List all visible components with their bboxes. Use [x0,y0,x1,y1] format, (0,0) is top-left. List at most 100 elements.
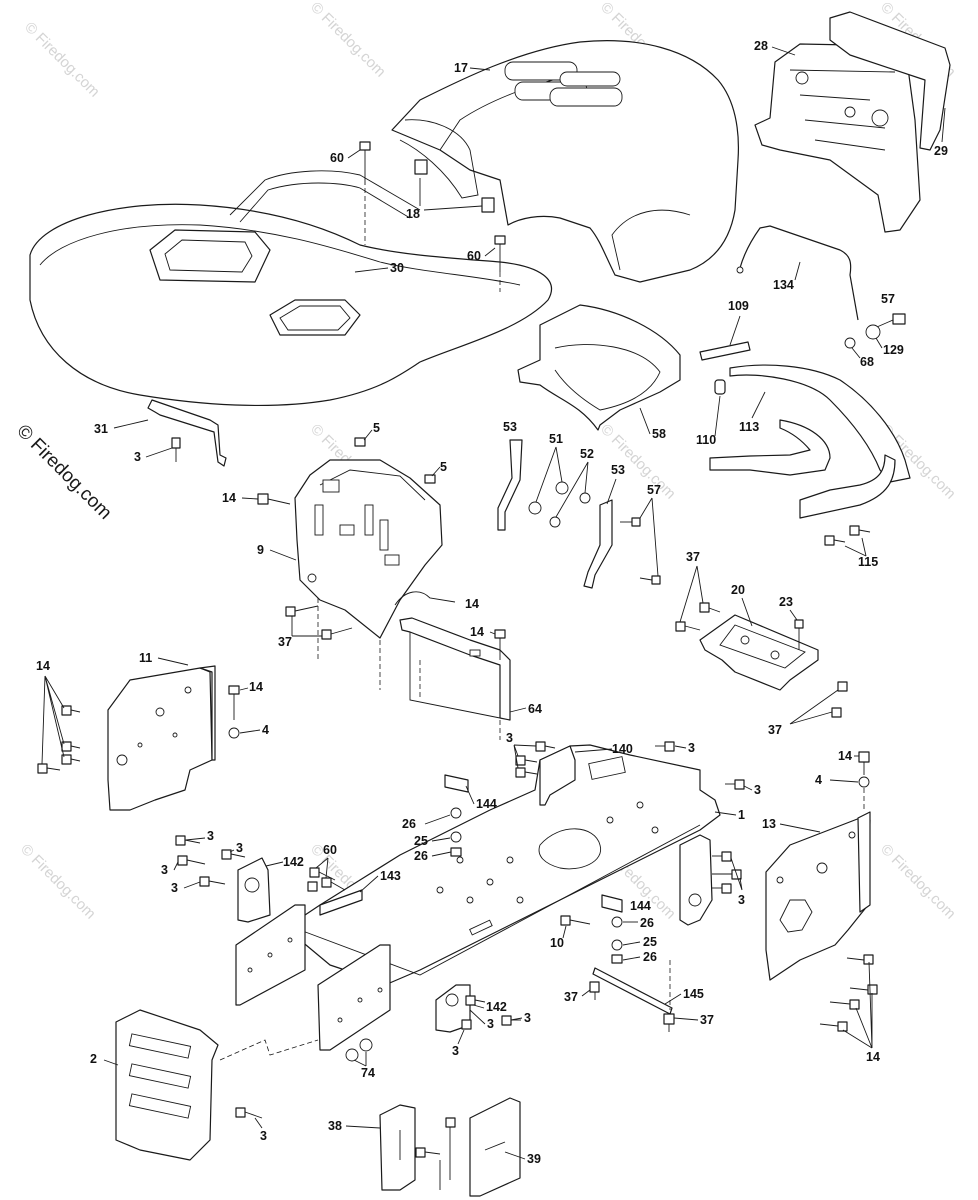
callout-57-top: 57 [881,292,895,306]
callout-26-mid: 26 [414,849,428,863]
part-side-plate-11 [107,665,216,811]
callout-129: 129 [883,343,904,357]
part-screw-23 [794,619,804,650]
callout-11: 11 [139,651,152,665]
part-plate-140 [539,745,576,806]
callout-3-front-c: 3 [161,863,168,877]
part-bolts-115 [824,525,871,546]
callout-14-left: 14 [36,659,50,673]
callout-142-lower: 142 [486,1000,507,1014]
callout-110: 110 [696,433,716,447]
part-grille-frame [754,43,921,233]
part-hood [391,40,739,283]
callout-14-dash: 14 [222,491,236,505]
callout-52: 52 [580,447,594,461]
callout-53-left: 53 [503,420,517,434]
part-link-53-left [497,439,523,531]
part-screws-3-rear [712,851,742,894]
callout-64: 64 [528,702,542,716]
callout-5-upper: 5 [373,421,380,435]
part-frame-rear-bracket [679,834,713,926]
callout-3-bottom: 3 [260,1129,267,1143]
part-screws-3-lower [461,995,521,1030]
part-rod-145 [592,960,673,1015]
part-screw-14-washer-4-right [858,751,870,812]
part-front-plate-left [235,904,306,1006]
watermark-tile: © Firedog.com [21,19,103,101]
part-screw-3-frame-top [655,741,675,752]
callout-37-bracket-bottom: 37 [768,723,782,737]
callout-3-rear: 3 [738,893,745,907]
callout-143: 143 [380,869,401,883]
part-handle-113 [709,364,911,519]
callout-14-bracket: 14 [470,625,484,639]
part-screws-14-left [37,705,81,774]
callout-68: 68 [860,355,874,369]
callout-17: 17 [454,61,468,75]
part-bolts-57 [620,517,661,585]
callout-3-front-d: 3 [171,881,178,895]
part-bolts-37-lower [589,981,675,1032]
part-screws-3-front-left [175,835,246,887]
part-cable-14 [394,591,456,606]
part-bolts-60-front [307,867,346,892]
part-bolt-10 [560,915,591,926]
part-screws-3-frame-left [515,741,556,778]
callout-37-lower-right: 37 [700,1013,714,1027]
callout-109: 109 [728,299,749,313]
part-frame-1 [289,744,721,986]
callout-28: 28 [754,39,768,53]
callout-26-upper: 26 [402,817,416,831]
part-bolt-60-top [359,141,371,185]
part-lift-rod [736,225,859,321]
callout-113: 113 [739,420,759,434]
callout-39: 39 [527,1152,541,1166]
part-nuts-74 [345,1038,373,1062]
part-bracket-20 [699,614,819,691]
callout-3-frame-top: 3 [688,741,695,755]
callout-5-lower: 5 [440,460,447,474]
callout-58: 58 [652,427,666,441]
part-screw-14-dash [257,493,291,505]
part-screw-3-frame-right [725,779,745,790]
watermark-tile: © Firedog.com [597,421,679,503]
callout-140: 140 [612,742,633,756]
part-pads-18 [414,159,495,213]
watermark-tile: © Firedog.com [877,841,959,923]
part-screws-37-bracket [675,602,848,718]
callout-60-mid: 60 [467,249,481,263]
part-screws-14-right [819,954,878,1032]
part-grip-110 [714,379,726,395]
part-side-plate-13 [765,811,871,981]
callout-25-upper: 25 [414,834,428,848]
callout-37-dash: 37 [278,635,292,649]
hood-grille [504,61,623,107]
callout-53-right: 53 [611,463,625,477]
watermark-side: © Firedog.com [12,421,115,524]
callout-2: 2 [90,1052,97,1066]
callout-37-lower-left: 37 [564,990,578,1004]
callout-26-lower: 26 [640,916,654,930]
callout-26-bottom: 26 [643,950,657,964]
callout-3-frame-right: 3 [754,783,761,797]
callout-38: 38 [328,1119,342,1133]
part-bracket-39 [469,1097,521,1197]
watermark-tile: © Firedog.com [307,0,389,81]
part-screw-3 [171,437,181,462]
callout-115: 115 [858,555,878,569]
callout-3-front-b: 3 [236,841,243,855]
callout-74: 74 [361,1066,375,1080]
callout-1: 1 [738,808,745,822]
part-screws-37-dash [285,605,353,640]
callout-3-frame-left: 3 [506,731,513,745]
callout-14-left-top: 14 [249,680,263,694]
callout-14-right-top: 14 [838,749,852,763]
part-dash-panel-9 [294,459,443,639]
callout-9: 9 [257,543,264,557]
callout-29: 29 [934,144,948,158]
part-plate-109 [699,341,751,361]
callout-142-upper: 142 [283,855,304,869]
callout-60-front: 60 [323,843,337,857]
callout-60-top: 60 [330,151,344,165]
